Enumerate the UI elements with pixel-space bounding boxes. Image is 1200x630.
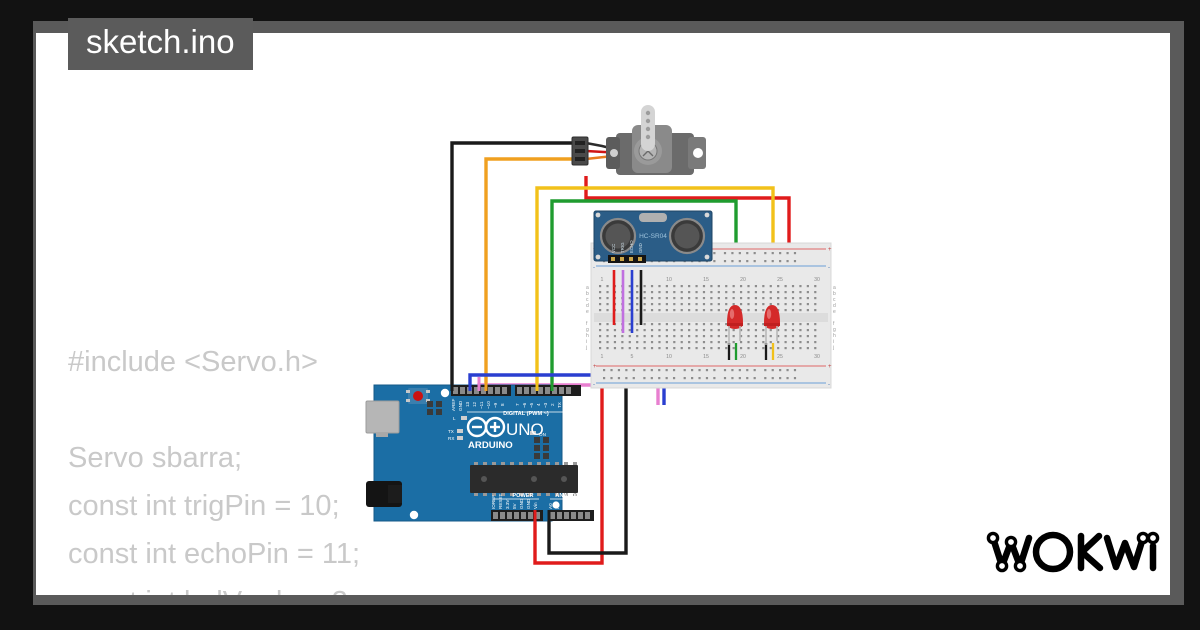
svg-text:~6: ~6 bbox=[522, 402, 527, 408]
svg-text:15: 15 bbox=[703, 354, 709, 360]
wire-servo-gnd bbox=[450, 141, 584, 390]
bb-col-30: 30 bbox=[814, 277, 820, 283]
svg-text:h: h bbox=[586, 333, 589, 339]
svg-text:c: c bbox=[586, 297, 589, 303]
sensor-pin-trig: TRIG bbox=[620, 242, 625, 253]
svg-text:A5: A5 bbox=[583, 503, 588, 509]
board-silk-arduino: ARDUINO bbox=[468, 440, 513, 451]
svg-text:-: - bbox=[593, 265, 595, 271]
svg-text:+: + bbox=[828, 247, 832, 253]
led-label-tx: TX bbox=[448, 429, 454, 434]
svg-text:j: j bbox=[832, 345, 834, 351]
wire-gnd-black bbox=[547, 383, 628, 555]
svg-text:c: c bbox=[833, 297, 836, 303]
svg-text:GND: GND bbox=[519, 498, 524, 509]
svg-text:Vin: Vin bbox=[533, 502, 538, 509]
bb-col-25: 25 bbox=[777, 277, 783, 283]
svg-text:1: 1 bbox=[601, 354, 604, 360]
svg-text:+: + bbox=[593, 364, 597, 370]
sensor-pin-echo: ECHO bbox=[629, 240, 634, 253]
sensor-silk-label: HC-SR04 bbox=[639, 233, 667, 240]
svg-text:+: + bbox=[828, 364, 832, 370]
svg-text:-: - bbox=[828, 265, 830, 271]
svg-text:RESET: RESET bbox=[498, 493, 503, 509]
svg-text:g: g bbox=[586, 327, 589, 333]
svg-text:IOREF: IOREF bbox=[491, 495, 496, 509]
svg-text:g: g bbox=[833, 327, 836, 333]
bb-col-15: 15 bbox=[703, 277, 709, 283]
bb-col-1: 1 bbox=[601, 277, 604, 283]
led-1[interactable] bbox=[727, 305, 743, 360]
svg-text:a: a bbox=[586, 285, 589, 291]
servo-motor[interactable] bbox=[571, 105, 706, 175]
svg-text:e: e bbox=[586, 309, 589, 315]
svg-text:-: - bbox=[828, 382, 830, 388]
circuit-diagram[interactable]: + - + - + - + - bbox=[36, 33, 1170, 595]
svg-text:A3: A3 bbox=[569, 503, 574, 509]
svg-text:3.3V: 3.3V bbox=[505, 499, 510, 509]
svg-text:2: 2 bbox=[550, 403, 555, 406]
svg-text:i: i bbox=[586, 339, 587, 345]
bb-col-10: 10 bbox=[666, 277, 672, 283]
svg-text:~11: ~11 bbox=[479, 401, 484, 409]
svg-text:h: h bbox=[833, 333, 836, 339]
svg-text:10: 10 bbox=[666, 354, 672, 360]
svg-text:j: j bbox=[585, 345, 587, 351]
pin-label-aref: AREF bbox=[451, 399, 456, 411]
sensor-pin-gnd: GND bbox=[638, 243, 643, 253]
arduino-uno-board[interactable]: AREF GND 13 12 ~11 ~10 ~9 8 7 ~6 ~5 4 ~3… bbox=[365, 384, 594, 522]
svg-text:A1: A1 bbox=[555, 503, 560, 509]
svg-text:f: f bbox=[586, 321, 588, 327]
led-2[interactable] bbox=[764, 305, 780, 360]
board-silk-uno: UNO bbox=[506, 420, 544, 439]
svg-text:d: d bbox=[586, 303, 589, 309]
svg-text:25: 25 bbox=[777, 354, 783, 360]
bb-col-20: 20 bbox=[740, 277, 746, 283]
wokwi-logo bbox=[985, 520, 1165, 582]
svg-text:A2: A2 bbox=[562, 503, 567, 509]
svg-text:~3: ~3 bbox=[543, 402, 548, 408]
svg-text:12: 12 bbox=[472, 401, 477, 407]
svg-text:8: 8 bbox=[500, 403, 505, 406]
wire-servo-signal bbox=[484, 157, 584, 390]
svg-text:e: e bbox=[833, 309, 836, 315]
svg-text:-: - bbox=[593, 382, 595, 388]
hc-sr04-sensor[interactable]: HC-SR04 VCC TRIG ECHO GND bbox=[593, 210, 713, 263]
svg-text:b: b bbox=[586, 291, 589, 297]
svg-text:~9: ~9 bbox=[493, 402, 498, 408]
svg-text:TX: TX bbox=[557, 402, 562, 408]
power-header-label: POWER bbox=[512, 493, 533, 499]
analog-header-label: ANALOG IN bbox=[555, 493, 586, 499]
svg-text:30: 30 bbox=[814, 354, 820, 360]
svg-text:GND: GND bbox=[526, 498, 531, 509]
svg-text:20: 20 bbox=[740, 354, 746, 360]
led-label-l: L bbox=[453, 416, 456, 421]
led-label-on: ON bbox=[539, 432, 546, 437]
svg-text:f: f bbox=[833, 321, 835, 327]
digital-header-label: DIGITAL (PWM ~) bbox=[503, 411, 549, 417]
svg-text:7: 7 bbox=[515, 403, 520, 406]
svg-text:i: i bbox=[833, 339, 834, 345]
wire-5v-red bbox=[533, 383, 604, 565]
svg-text:5: 5 bbox=[631, 354, 634, 360]
svg-text:13: 13 bbox=[465, 401, 470, 407]
diagram-canvas[interactable]: #include <Servo.h> Servo sbarra; const i… bbox=[36, 33, 1170, 595]
sensor-pin-vcc: VCC bbox=[611, 244, 616, 253]
svg-text:A4: A4 bbox=[576, 503, 581, 509]
svg-text:a: a bbox=[833, 285, 836, 291]
svg-text:~5: ~5 bbox=[529, 402, 534, 408]
svg-text:5V: 5V bbox=[512, 502, 517, 509]
svg-text:4: 4 bbox=[536, 403, 541, 406]
svg-text:A0: A0 bbox=[548, 503, 553, 509]
file-tab-sketch-ino[interactable]: sketch.ino bbox=[68, 18, 253, 70]
led-label-rx: RX bbox=[448, 436, 454, 441]
code-editor-text: #include <Servo.h> Servo sbarra; const i… bbox=[68, 346, 361, 595]
svg-text:b: b bbox=[833, 291, 836, 297]
svg-text:~10: ~10 bbox=[486, 401, 491, 409]
svg-text:RX: RX bbox=[564, 402, 569, 408]
pin-label-gnd: GND bbox=[458, 400, 463, 411]
svg-text:d: d bbox=[833, 303, 836, 309]
